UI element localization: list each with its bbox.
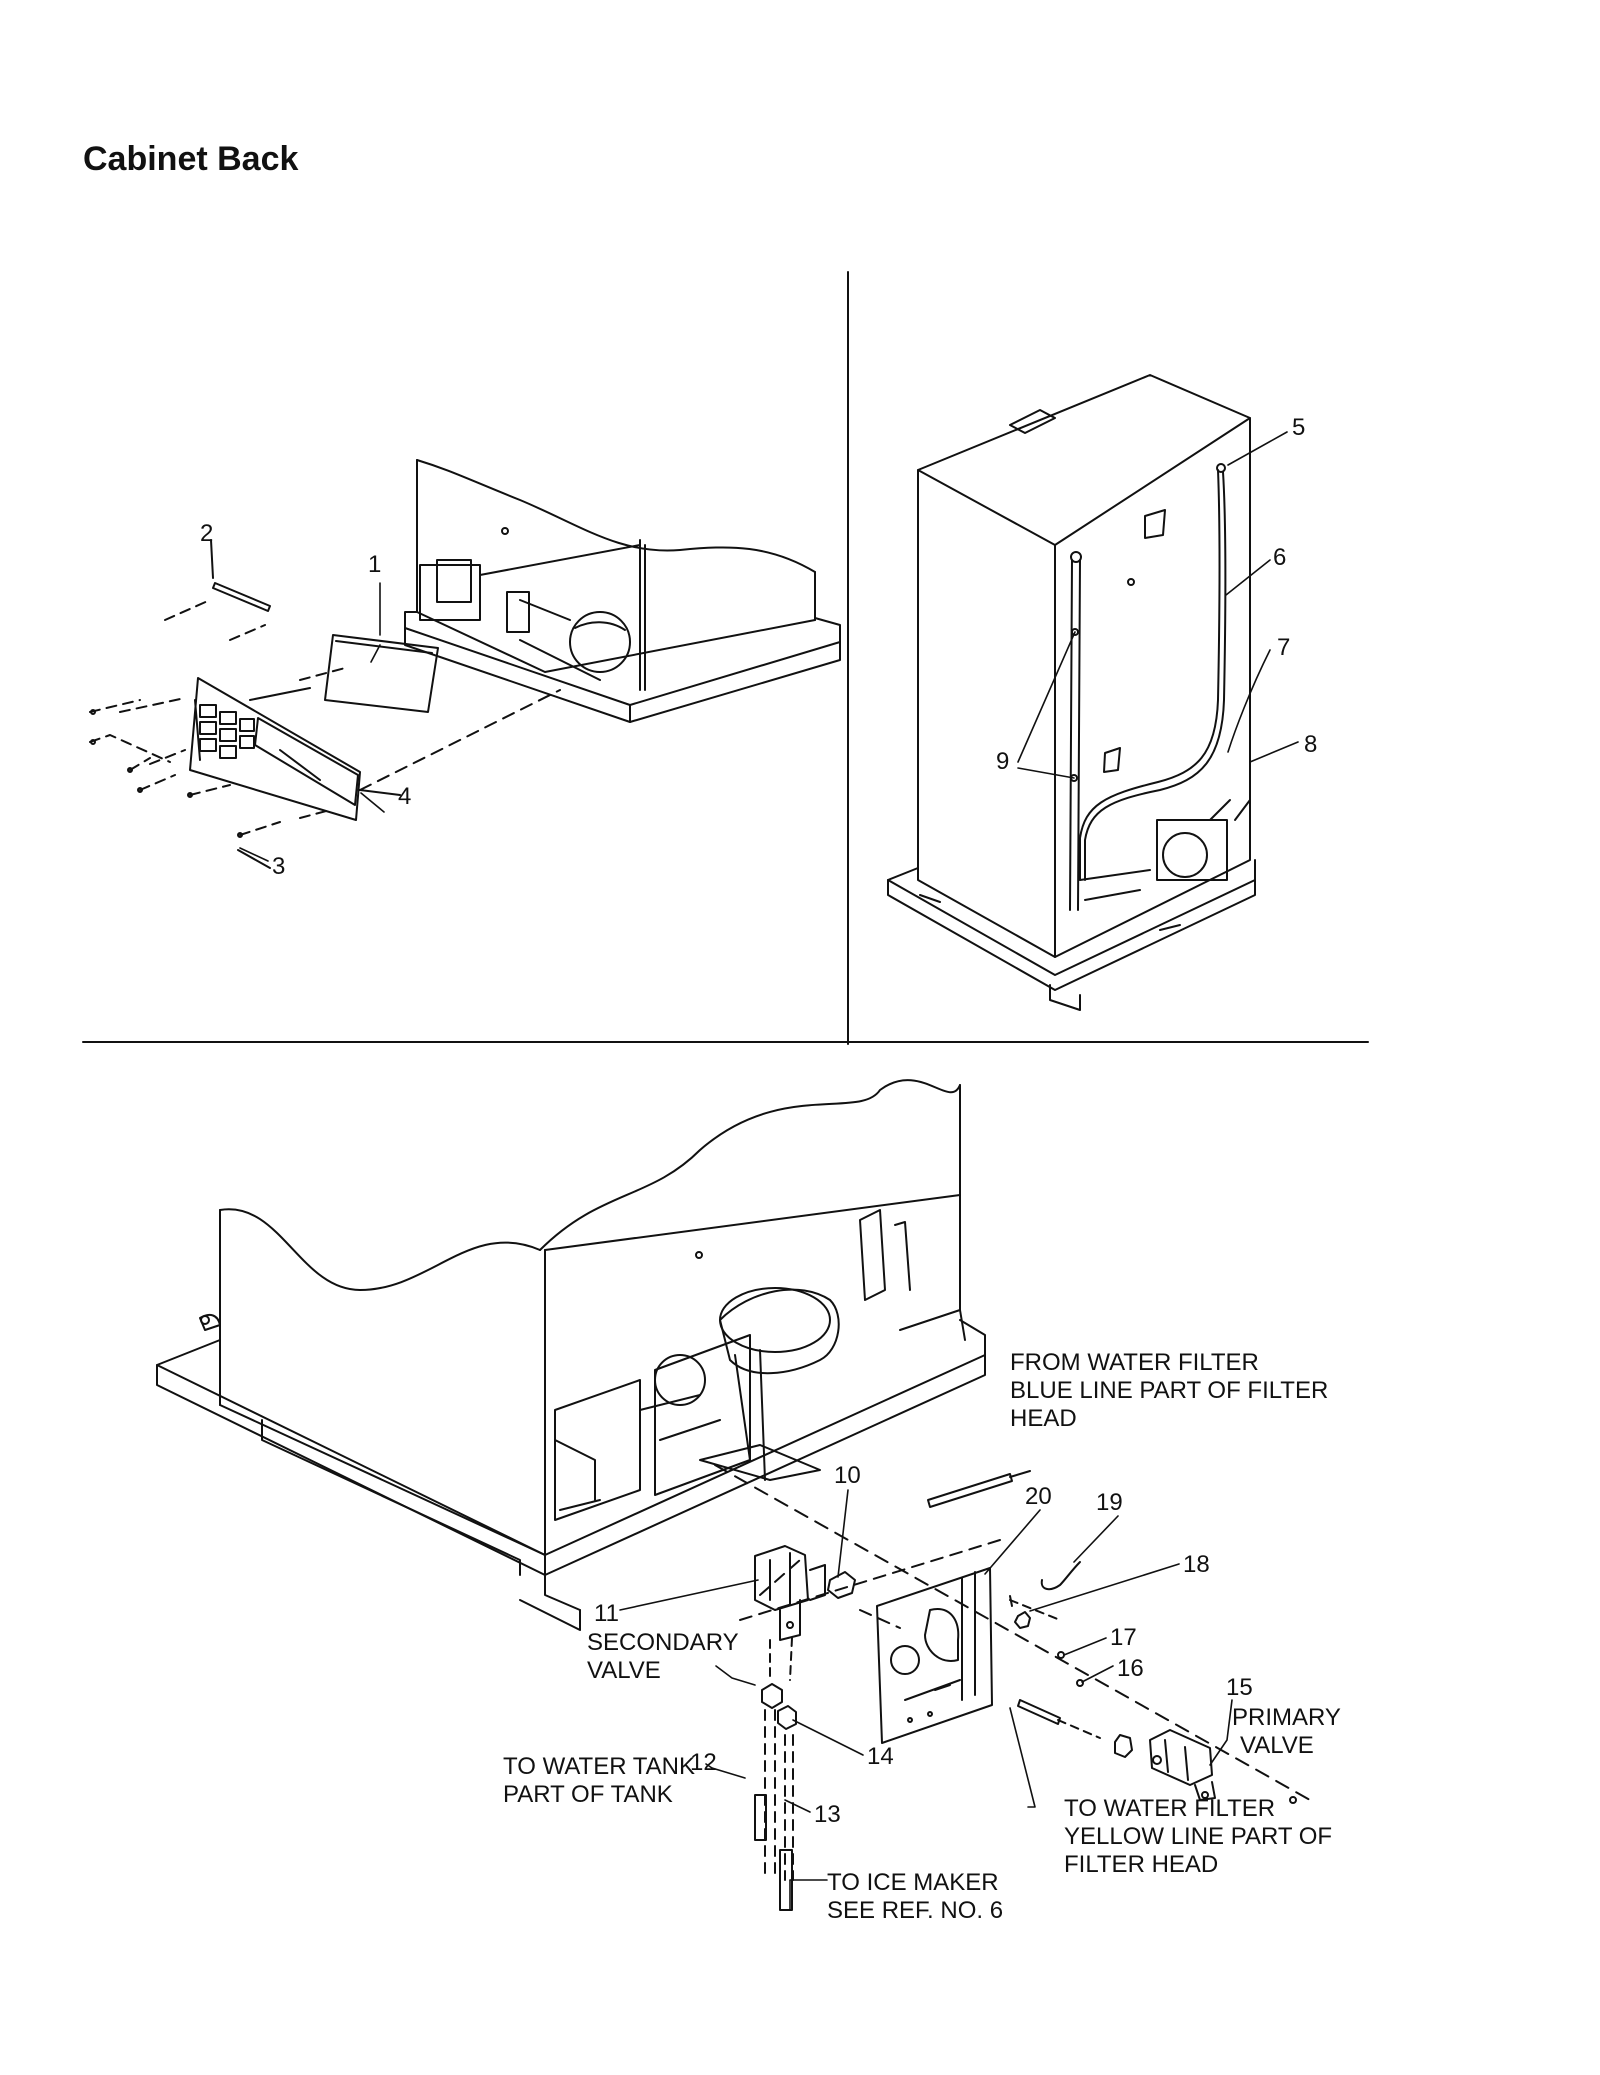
- label-to-water-filter: TO WATER FILTER YELLOW LINE PART OF FILT…: [1064, 1795, 1332, 1878]
- part-3-screws: [89, 667, 561, 869]
- svg-text:PRIMARY: PRIMARY: [1232, 1704, 1341, 1731]
- callout-11: 11: [594, 1600, 619, 1627]
- callout-14: 14: [867, 1743, 894, 1770]
- callout-15: 15: [1226, 1674, 1253, 1701]
- callout-2: 2: [200, 520, 213, 547]
- svg-text:YELLOW LINE PART OF: YELLOW LINE PART OF: [1064, 1823, 1332, 1850]
- callout-13: 13: [814, 1801, 841, 1828]
- svg-text:PART OF TANK: PART OF TANK: [503, 1781, 673, 1808]
- label-to-water-tank: TO WATER TANK PART OF TANK: [503, 1753, 695, 1808]
- callout-8: 8: [1304, 731, 1317, 758]
- callout-7: 7: [1277, 634, 1290, 661]
- callout-9: 9: [996, 748, 1009, 775]
- cabinet-base-bottom: [156, 1079, 986, 1631]
- part-14-fitting: [777, 1705, 797, 1911]
- callout-19: 19: [1096, 1489, 1123, 1516]
- callout-4: 4: [398, 783, 411, 810]
- part-19-clip: [1040, 1561, 1081, 1591]
- page-title: Cabinet Back: [83, 140, 298, 178]
- part-1-panel: [324, 634, 439, 713]
- callout-6: 6: [1273, 544, 1286, 571]
- svg-text:VALVE: VALVE: [587, 1657, 661, 1684]
- part-16-screw: [1076, 1679, 1084, 1687]
- callout-17: 17: [1110, 1624, 1137, 1651]
- callout-16: 16: [1117, 1655, 1144, 1682]
- part-4-grille: [189, 677, 401, 821]
- part-20-bracket: [876, 1567, 993, 1744]
- label-from-water-filter: FROM WATER FILTER BLUE LINE PART OF FILT…: [1010, 1349, 1328, 1432]
- callout-20: 20: [1025, 1483, 1052, 1510]
- part-18-screw: [1009, 1595, 1031, 1629]
- callout-12: 12: [690, 1749, 717, 1776]
- part-10-nut: [827, 1571, 856, 1599]
- callout-10: 10: [834, 1462, 861, 1489]
- svg-text:SEE REF. NO. 6: SEE REF. NO. 6: [827, 1897, 1003, 1924]
- svg-text:FROM WATER FILTER: FROM WATER FILTER: [1010, 1349, 1259, 1376]
- part-17-screw: [1057, 1651, 1065, 1659]
- leader-lines: [239, 431, 1299, 1911]
- svg-text:VALVE: VALVE: [1240, 1732, 1314, 1759]
- callout-3: 3: [272, 853, 285, 880]
- part-12-fitting: [754, 1683, 783, 1881]
- label-primary-valve: PRIMARY VALVE: [1232, 1704, 1341, 1759]
- svg-text:TO WATER TANK: TO WATER TANK: [503, 1753, 695, 1780]
- svg-text:TO ICE MAKER: TO ICE MAKER: [827, 1869, 999, 1896]
- cabinet-base-partial: [404, 459, 841, 723]
- refrigerator-rear: [887, 374, 1256, 1011]
- label-to-ice-maker: TO ICE MAKER SEE REF. NO. 6: [827, 1869, 1003, 1924]
- callout-18: 18: [1183, 1551, 1210, 1578]
- part-2-strip: [164, 539, 271, 641]
- svg-text:BLUE LINE PART OF FILTER: BLUE LINE PART OF FILTER: [1010, 1377, 1328, 1404]
- callout-1: 1: [368, 551, 381, 578]
- label-secondary-valve: SECONDARY VALVE: [587, 1629, 739, 1684]
- part-15-primary-valve: [1114, 1729, 1297, 1804]
- svg-text:FILTER HEAD: FILTER HEAD: [1064, 1851, 1218, 1878]
- svg-text:HEAD: HEAD: [1010, 1405, 1077, 1432]
- callout-5: 5: [1292, 414, 1305, 441]
- blue-line-tube: [927, 1470, 1031, 1508]
- yellow-line-tube: [1017, 1699, 1101, 1739]
- part-11-secondary-valve: [754, 1545, 826, 1681]
- svg-text:SECONDARY: SECONDARY: [587, 1629, 739, 1656]
- svg-text:TO WATER FILTER: TO WATER FILTER: [1064, 1795, 1275, 1822]
